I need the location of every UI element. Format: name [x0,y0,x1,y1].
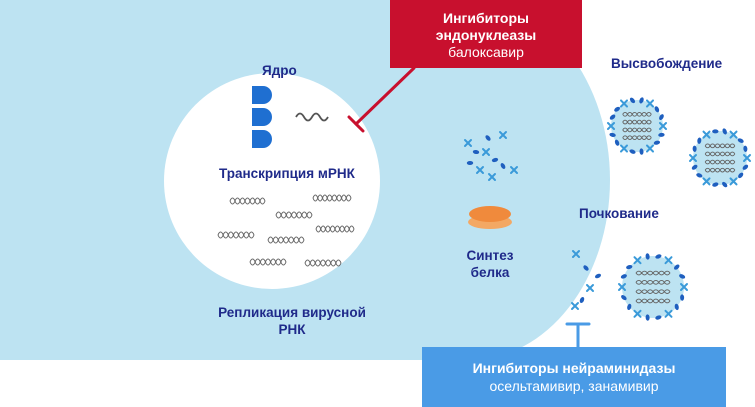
rna-helix-icon [304,259,342,267]
rna-helix-icon [217,231,255,239]
endonuclease-inhibitors-box: Ингибиторы эндонуклеазы балоксавир [390,0,582,68]
protein-synthesis-line1: Синтез [466,248,514,263]
endonuclease-title-line2: эндонуклеазы [435,27,537,43]
neuraminidase-title: Ингибиторы нейраминидазы [472,360,676,376]
budding-label: Почкование [579,206,659,221]
nucleus-label: Ядро [262,63,297,78]
endonuclease-title-line1: Ингибиторы [443,10,529,26]
inhibition-bar-icon [347,66,416,133]
protein-synthesis-line2: белка [470,265,510,280]
rna-segment-icon [252,86,272,148]
endonuclease-drug: балоксавир [448,44,524,60]
replicated-rna-strands [217,194,355,267]
rna-helix-icon [267,236,305,244]
transcription-label: Транскрипция мРНК [219,166,355,181]
inhibition-bar-icon [565,322,591,349]
release-label: Высвобождение [611,56,723,71]
virus-particle-icon [618,253,688,321]
rna-helix-icon [275,211,313,219]
viral-protein-cluster [464,131,518,181]
rna-helix-icon [249,258,287,266]
virus-particle-icon [607,97,667,155]
replication-label: Репликация вирусной РНК [207,304,377,338]
rna-helix-icon [229,197,266,205]
replication-label-line1: Репликация вирусной [218,305,366,320]
neuraminidase-drugs: осельтамивир, занамивир [489,378,659,394]
neuraminidase-inhibitors-box: Ингибиторы нейраминидазы осельтамивир, з… [422,347,726,407]
rna-helix-icon [312,194,352,202]
rna-helix-icon [315,225,355,233]
virus-particle-icon [689,128,751,188]
replication-label-line2: РНК [278,322,306,337]
ribosome-icon [468,206,512,229]
rna-strand-icon [295,112,329,122]
protein-synthesis-label: Синтез белка [455,247,525,281]
budding-particle-membrane [571,250,602,310]
